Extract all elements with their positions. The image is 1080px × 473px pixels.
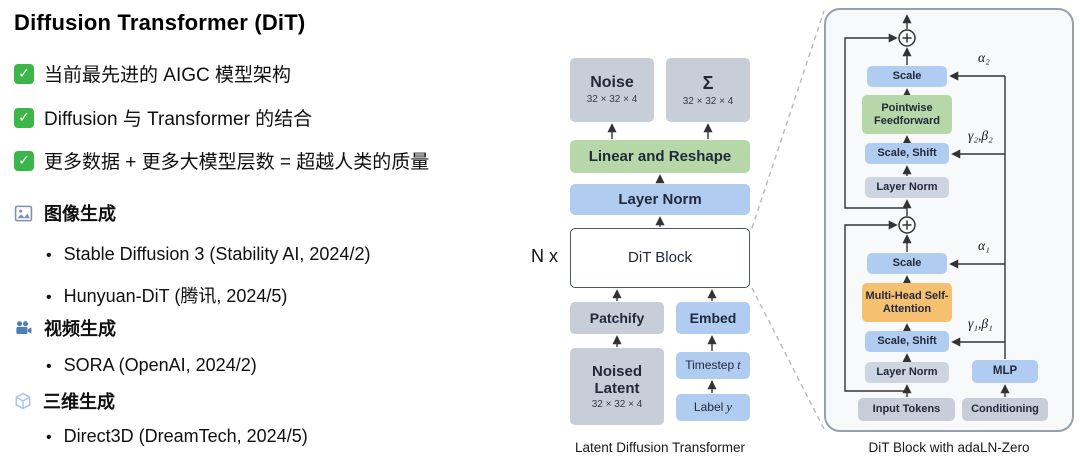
scale-shift-bottom-label: Scale, Shift	[877, 335, 937, 348]
patchify-label: Patchify	[589, 309, 645, 326]
embed-label: Embed	[689, 309, 737, 326]
checklist-text: Diffusion 与 Transformer 的结合	[44, 109, 313, 130]
scale-top-box: Scale	[867, 66, 947, 87]
noised-latent-label: Noised Latent	[591, 362, 642, 397]
pointwise-feedforward-label: Pointwise Feedforward	[873, 101, 940, 127]
layer-norm-top-label: Layer Norm	[876, 181, 938, 194]
list-item-text: Hunyuan-DiT (腾讯, 2024/5)	[63, 286, 288, 306]
conditioning-label: Conditioning	[971, 403, 1039, 416]
n-times-label: N x	[531, 246, 558, 266]
list-item: • SORA (OpenAI, 2024/2)	[46, 355, 257, 376]
noise-label: Noise	[590, 74, 634, 92]
sigma-dims: 32 × 32 × 4	[682, 95, 734, 107]
label-y-label: Label y	[693, 399, 733, 415]
section-heading-3d-gen: 三维生成	[14, 388, 115, 414]
section-heading-label: 视频生成	[44, 319, 116, 339]
checklist-text: 当前最先进的 AIGC 模型架构	[44, 65, 292, 86]
check-glyph: ✓	[18, 152, 30, 168]
layer-norm-label: Layer Norm	[618, 190, 702, 208]
input-tokens-label: Input Tokens	[872, 403, 941, 416]
label-var: y	[726, 399, 733, 415]
scale-shift-bottom-box: Scale, Shift	[865, 331, 949, 352]
label-y-box: Label y	[676, 394, 750, 421]
scale-bottom-label: Scale	[892, 257, 922, 270]
patchify-box: Patchify	[570, 302, 664, 334]
linear-reshape-label: Linear and Reshape	[588, 147, 732, 165]
dit-detail-caption: DiT Block with adaLN-Zero	[868, 440, 1030, 455]
scale-shift-top-label: Scale, Shift	[877, 147, 937, 160]
gamma-beta2-label: γ₂,β₂	[968, 128, 993, 143]
video-icon	[16, 320, 32, 334]
check-icon: ✓	[14, 107, 34, 128]
gamma-beta1-label: γ₁,β₁	[968, 316, 993, 331]
timestep-label: Timestep t	[685, 357, 741, 373]
layer-norm-box: Layer Norm	[570, 184, 750, 215]
list-item-text: Stable Diffusion 3 (Stability AI, 2024/2…	[63, 244, 371, 264]
scale-shift-top-box: Scale, Shift	[865, 143, 949, 164]
noise-box: Noise 32 × 32 × 4	[570, 58, 654, 122]
section-heading-label: 三维生成	[43, 392, 115, 412]
list-item: • Direct3D (DreamTech, 2024/5)	[46, 426, 308, 447]
cube-icon	[15, 392, 31, 410]
mhsa-label: Multi-Head Self-Attention	[865, 289, 949, 315]
mhsa-box: Multi-Head Self-Attention	[862, 283, 952, 322]
list-item: • Hunyuan-DiT (腾讯, 2024/5)	[46, 282, 287, 308]
section-heading-video-gen: 视频生成	[14, 315, 116, 341]
label-text: Label	[693, 400, 724, 415]
check-icon: ✓	[14, 63, 34, 84]
section-heading-image-gen: 图像生成	[14, 200, 116, 226]
sigma-label: Σ	[702, 72, 714, 93]
embed-box: Embed	[676, 302, 750, 334]
input-tokens-box: Input Tokens	[858, 398, 955, 421]
mlp-label: MLP	[992, 364, 1018, 377]
list-item-text: SORA (OpenAI, 2024/2)	[63, 355, 257, 375]
conditioning-box: Conditioning	[962, 398, 1048, 421]
scale-bottom-box: Scale	[867, 253, 947, 274]
list-item-text: Direct3D (DreamTech, 2024/5)	[63, 426, 308, 446]
page-title: Diffusion Transformer (DiT)	[14, 10, 306, 35]
pointwise-feedforward-box: Pointwise Feedforward	[862, 95, 952, 134]
alpha2-label: α₂	[978, 50, 990, 65]
alpha1-label: α₁	[978, 238, 990, 253]
sigma-box: Σ 32 × 32 × 4	[666, 58, 750, 122]
check-glyph: ✓	[18, 109, 30, 125]
layer-norm-bottom-label: Layer Norm	[876, 366, 938, 379]
checklist-item: ✓ 更多数据 + 更多大模型层数 = 超越人类的质量	[14, 147, 429, 174]
section-heading-label: 图像生成	[44, 204, 116, 224]
timestep-box: Timestep t	[676, 352, 750, 379]
timestep-var: t	[737, 357, 741, 373]
noised-latent-dims: 32 × 32 × 4	[591, 399, 643, 410]
ldt-caption: Latent Diffusion Transformer	[574, 440, 746, 455]
layer-norm-top-box: Layer Norm	[865, 177, 949, 198]
bullet-icon: •	[46, 358, 52, 375]
linear-reshape-box: Linear and Reshape	[570, 140, 750, 173]
check-icon: ✓	[14, 150, 34, 171]
checklist-text: 更多数据 + 更多大模型层数 = 超越人类的质量	[44, 152, 430, 173]
mlp-box: MLP	[972, 360, 1038, 383]
bullet-icon: •	[46, 429, 52, 446]
noised-latent-box: Noised Latent 32 × 32 × 4	[570, 348, 664, 425]
dit-block-box: DiT Block	[570, 228, 750, 288]
timestep-text: Timestep	[685, 358, 735, 373]
image-icon	[14, 205, 33, 221]
bullet-icon: •	[46, 289, 52, 306]
noise-dims: 32 × 32 × 4	[586, 94, 638, 106]
layer-norm-bottom-box: Layer Norm	[865, 362, 949, 383]
scale-top-label: Scale	[892, 70, 922, 83]
check-glyph: ✓	[18, 65, 30, 81]
expansion-lines	[751, 10, 825, 430]
bullet-icon: •	[46, 247, 52, 264]
checklist-item: ✓ 当前最先进的 AIGC 模型架构	[14, 60, 291, 87]
dit-block-label: DiT Block	[628, 249, 692, 267]
list-item: • Stable Diffusion 3 (Stability AI, 2024…	[46, 244, 370, 265]
checklist-item: ✓ Diffusion 与 Transformer 的结合	[14, 104, 312, 131]
